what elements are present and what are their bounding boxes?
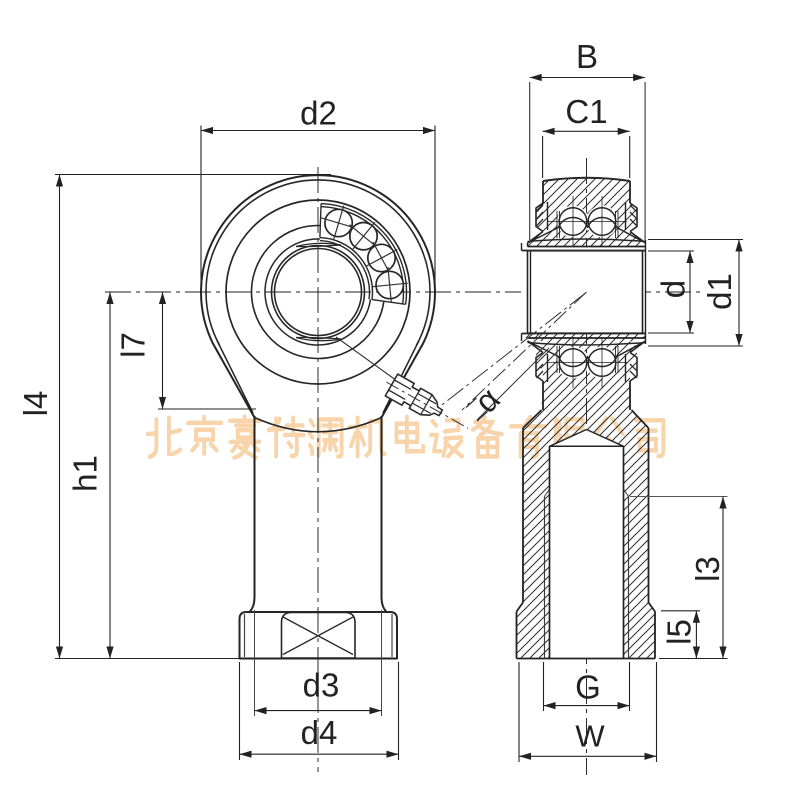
svg-text:G: G <box>575 669 601 706</box>
svg-text:l7: l7 <box>115 332 152 358</box>
svg-text:d3: d3 <box>303 667 340 704</box>
svg-text:d2: d2 <box>300 95 337 132</box>
svg-text:B: B <box>576 38 598 75</box>
svg-text:W: W <box>575 719 605 754</box>
svg-text:d4: d4 <box>301 714 338 751</box>
svg-text:l4: l4 <box>17 391 54 417</box>
svg-text:h1: h1 <box>67 455 104 492</box>
svg-text:l3: l3 <box>689 556 726 582</box>
svg-text:C1: C1 <box>565 93 607 130</box>
svg-text:d1: d1 <box>701 273 738 310</box>
svg-text:l5: l5 <box>661 619 698 645</box>
svg-text:d: d <box>655 280 692 298</box>
